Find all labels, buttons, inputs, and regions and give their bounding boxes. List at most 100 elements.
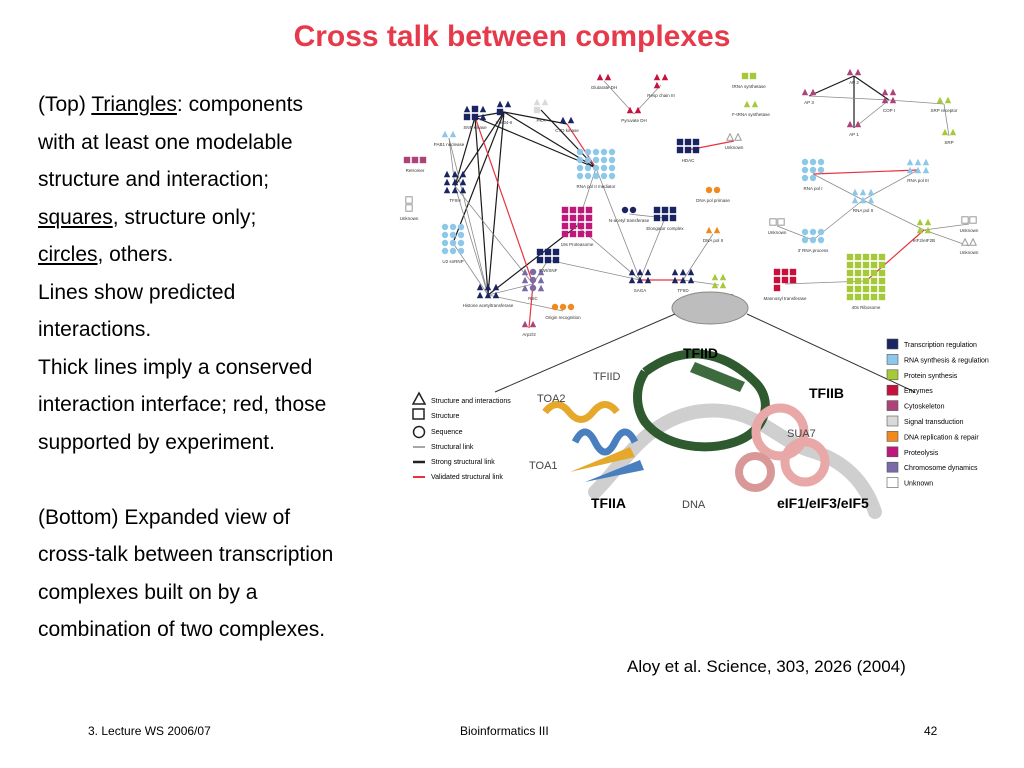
structure-label-tfiid2: TFIID — [593, 371, 621, 383]
body-line: (Top) Triangles: components — [38, 93, 303, 116]
complex-label: RNA pol III — [907, 178, 929, 183]
legend-swatch — [886, 338, 899, 350]
complex-node: COP I — [881, 88, 897, 113]
complex-node: SWI/SNF — [536, 248, 560, 273]
shape-legend: Structure and interactions Structure Seq… — [411, 391, 511, 481]
tfiib-helix — [751, 403, 809, 461]
complex-node: Origin recognition — [545, 303, 581, 320]
complex-node: SAGA — [628, 268, 652, 293]
complex-label: Glutarate DH — [591, 85, 617, 90]
tfiid-domain — [633, 349, 770, 452]
complex-node: TFIIH — [443, 170, 467, 203]
complex-node: TFIID — [671, 268, 695, 293]
complex-label: Resp chain III — [647, 93, 675, 98]
interaction-link — [808, 95, 890, 101]
legend-shape-label: Structure and interactions — [431, 398, 511, 405]
complex-node: Vps34-II — [496, 100, 513, 125]
interaction-link — [862, 169, 919, 201]
legend-category-label: Cytoskeleton — [904, 404, 945, 411]
interaction-link — [923, 229, 970, 247]
interaction-link — [448, 137, 456, 187]
body-line: cross-talk between transcription — [38, 543, 334, 566]
tfiia-sheet — [570, 447, 635, 472]
legend-swatch — [886, 369, 899, 381]
legend-category-label: Chromosome dynamics — [904, 465, 978, 472]
complex-label: SNF kinase — [463, 125, 487, 130]
complex-node: SRP receptor — [931, 96, 958, 113]
complex-node: DNA pol II — [703, 226, 723, 243]
complex-label: HDAC — [682, 158, 696, 163]
complex-label: CTD kinase — [555, 128, 579, 133]
legend-swatch — [886, 446, 899, 458]
complex-node: Unknown — [725, 132, 744, 150]
interaction-link — [808, 75, 855, 97]
slide-title: Cross talk between complexes — [293, 20, 731, 53]
structure-label-eif: eIF1/eIF3/eIF5 — [777, 495, 869, 511]
complex-node: Unknown — [400, 196, 419, 221]
legend-shape-label: Validated structural link — [431, 474, 503, 481]
footer-course: Bioinformatics III — [460, 724, 549, 738]
legend-swatch — [886, 415, 899, 427]
complex-node: Elongator complex — [646, 206, 684, 231]
tfiib-helix — [735, 452, 775, 492]
complex-label: Unknown — [768, 230, 787, 235]
legend-shape-label: Structure — [431, 413, 460, 420]
complex-node: N-acetyl transferase — [609, 206, 650, 223]
legend-category-label: Protein synthesis — [904, 373, 958, 380]
structure-label-tfiib: TFIIB — [809, 385, 844, 401]
complex-label: Mannosyl transferase — [763, 296, 807, 301]
complex-label: RSC — [528, 296, 538, 301]
interaction-link — [566, 123, 597, 169]
interaction-link — [888, 99, 945, 105]
body-line: Lines show predicted — [38, 280, 236, 304]
interaction-link — [639, 217, 666, 281]
interaction-link — [595, 167, 641, 281]
complex-node: PKA — [533, 98, 549, 123]
interaction-link — [454, 185, 534, 285]
body-line: interactions. — [38, 318, 152, 341]
legend-swatch — [886, 354, 899, 365]
tfiia-sheet — [585, 460, 644, 482]
complex-node: RNA pol II mediator — [576, 148, 616, 189]
tfiid-sheet — [690, 362, 745, 392]
complex-label: Elongator complex — [646, 226, 684, 231]
toa1-helix — [571, 428, 639, 456]
interaction-link — [603, 80, 635, 115]
interaction-link — [547, 259, 641, 281]
complex-node: Retromer — [403, 156, 427, 173]
interaction-link — [528, 283, 534, 329]
complex-node: Unknown — [768, 218, 787, 235]
complex-label: Vps34-II — [496, 120, 513, 125]
complex-node: U2 snRNP — [441, 223, 465, 264]
complex-node: eIF2/eIF2B — [913, 218, 935, 243]
body-line: supported by experiment. — [38, 430, 275, 454]
protein-structure: TFIID TFIID TOA2 TFIIB SUA7 TOA1 TFIIA D… — [529, 345, 882, 519]
legend-swatch — [886, 431, 899, 442]
legend-swatch — [886, 477, 899, 488]
body-line: with at least one modelable — [38, 130, 293, 154]
complex-label: Origin recognition — [545, 315, 581, 320]
legend-category-label: Unknown — [904, 481, 933, 488]
body-line: combination of two complexes. — [38, 618, 326, 641]
complex-node: 40s Ribosome — [846, 253, 886, 310]
complex-label: eIF2/eIF2B — [913, 238, 935, 243]
interaction-link — [943, 103, 950, 137]
complex-node: PAB1 nuclease — [434, 130, 465, 147]
legend-category-label: RNA synthesis & regulation — [904, 357, 989, 364]
complex-node: Pyruvate DH — [621, 106, 647, 123]
complex-node: tRNA synthetase — [732, 72, 766, 89]
complex-label: N-acetyl transferase — [609, 218, 650, 223]
body-line: complexes built on by a — [38, 580, 258, 604]
complex-label: PKA — [536, 118, 545, 123]
body-line: structure and interaction; — [38, 168, 270, 191]
complex-label: Unknown — [960, 228, 979, 233]
complex-node: AP 3 — [801, 88, 817, 105]
complex-label: Unknown — [960, 250, 979, 255]
interaction-link — [862, 199, 925, 231]
legend-category-label: Transcription regulation — [904, 342, 977, 349]
complex-node: Unknown — [960, 216, 979, 233]
page-number: 42 — [924, 724, 938, 738]
interaction-link — [474, 116, 534, 285]
